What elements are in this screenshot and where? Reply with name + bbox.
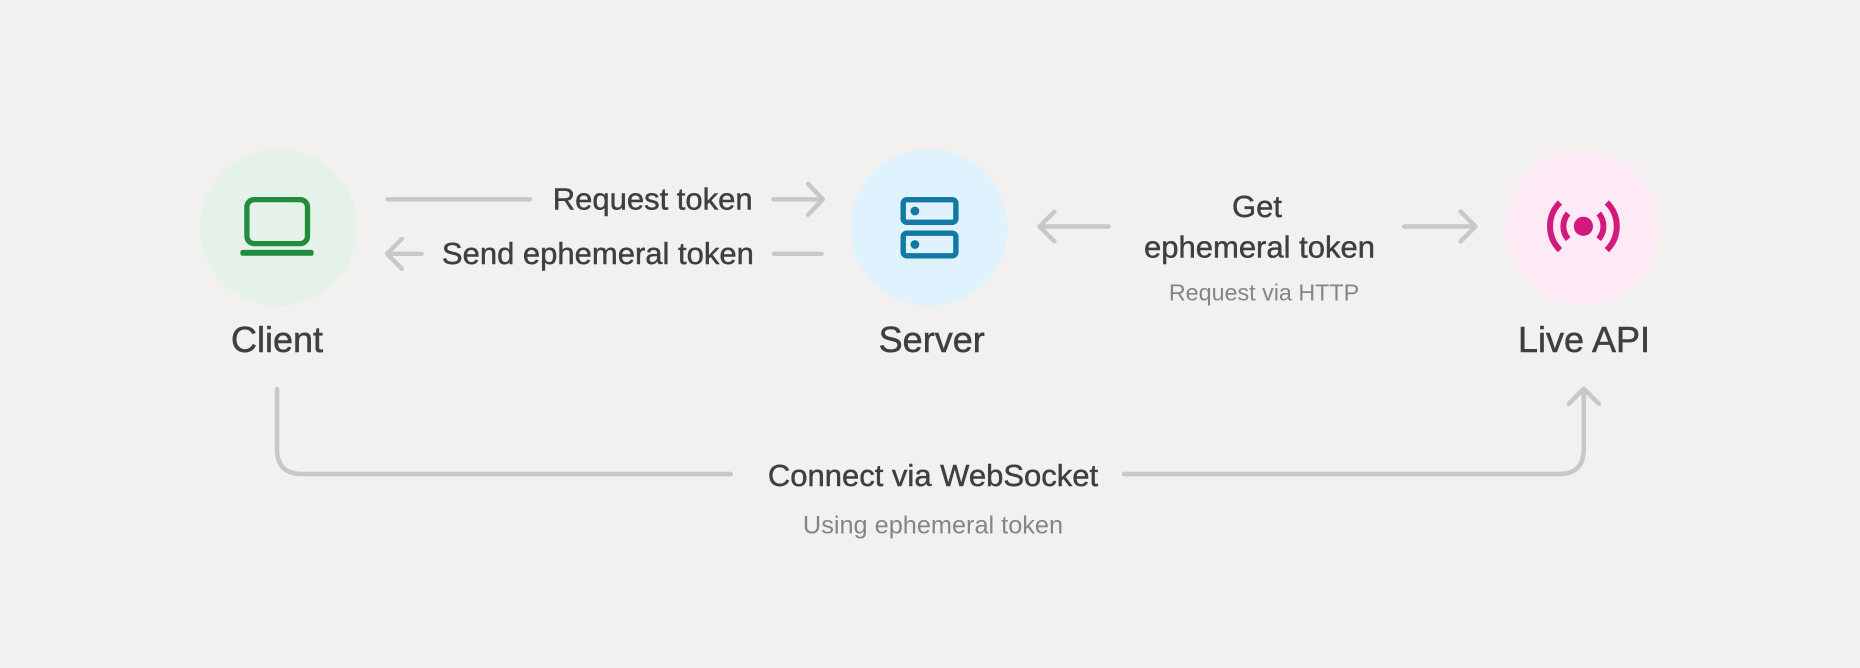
svg-text:ephemeral token: ephemeral token — [1144, 230, 1375, 265]
svg-text:Server: Server — [879, 319, 985, 360]
svg-text:Request via HTTP: Request via HTTP — [1169, 280, 1359, 306]
svg-text:Send ephemeral token: Send ephemeral token — [442, 236, 754, 271]
svg-text:Client: Client — [231, 319, 323, 360]
svg-text:Live API: Live API — [1518, 319, 1650, 360]
svg-text:Get: Get — [1232, 189, 1282, 224]
svg-text:Using ephemeral token: Using ephemeral token — [803, 512, 1063, 540]
svg-text:Request token: Request token — [553, 182, 753, 217]
svg-text:Connect via WebSocket: Connect via WebSocket — [768, 458, 1099, 493]
